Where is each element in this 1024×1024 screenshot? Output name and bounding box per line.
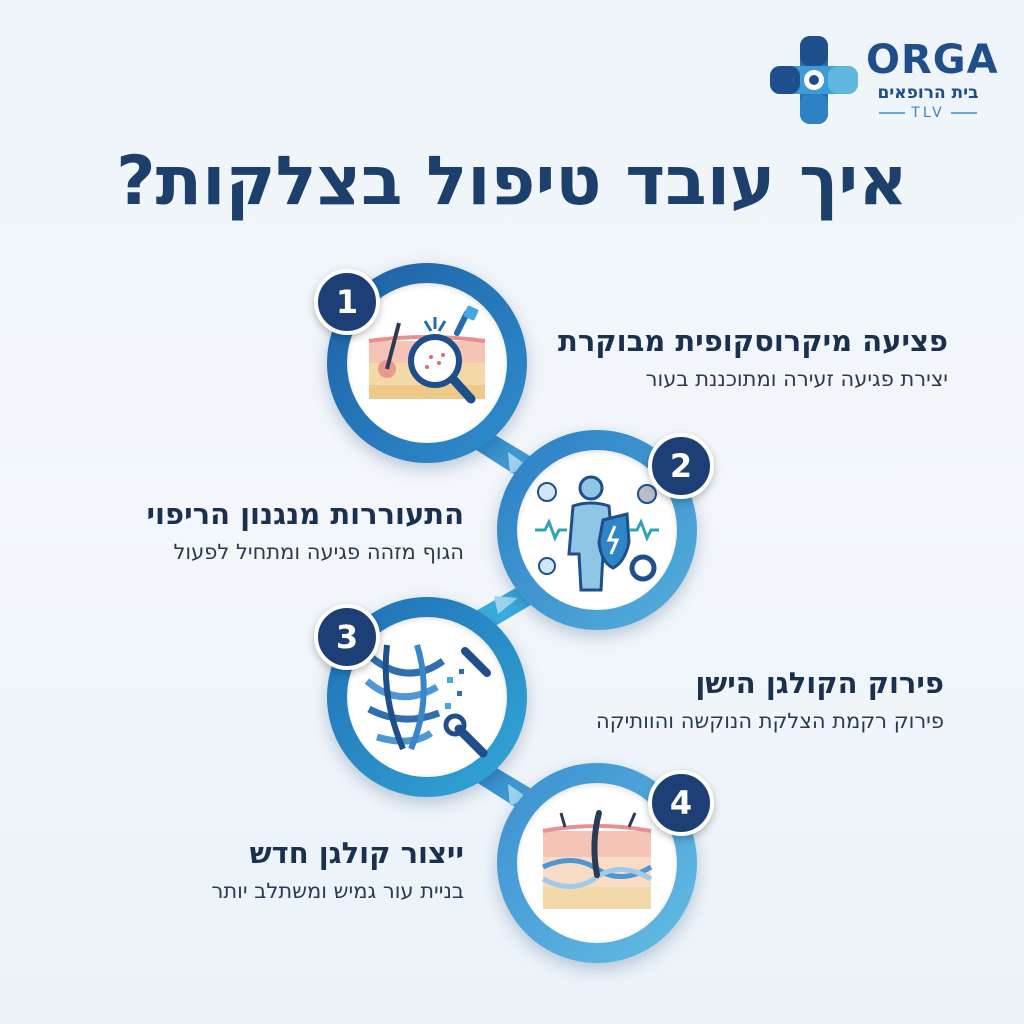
step-1-text: פציעה מיקרוסקופית מבוקרת יצירת פגיעה זעי…: [558, 322, 948, 394]
step-1-badge: 1: [314, 269, 380, 335]
step-1-title: פציעה מיקרוסקופית מבוקרת: [558, 324, 948, 358]
step-4-circle: [497, 763, 697, 963]
step-4-icon-frame: [517, 783, 677, 943]
medical-cross-logo-icon: [770, 36, 858, 124]
logo: ORGA בית הרופאים TLV: [766, 32, 999, 128]
step-1-circle: [327, 263, 527, 463]
step-4-title: ייצור קולגן חדש: [249, 836, 464, 870]
step-3-text: פירוק הקולגן הישן פירוק רקמת הצלקת הנוקש…: [596, 664, 944, 736]
step-1-desc: יצירת פגיעה זעירה ומתוכננת בעור: [645, 367, 948, 391]
brand-name: ORGA: [866, 37, 999, 83]
step-3-circle: [327, 597, 527, 797]
divider: [879, 112, 906, 114]
step-2-icon-frame: [517, 450, 677, 610]
step-4-desc: בניית עור גמיש ומשתלב יותר: [211, 879, 464, 903]
step-4-badge: 4: [648, 770, 714, 836]
step-2-text: התעוררות מנגנון הריפוי הגוף מזהה פגיעה ו…: [147, 495, 465, 567]
brand-hebrew: בית הרופאים: [877, 83, 979, 103]
brand-city-row: TLV: [866, 104, 990, 122]
logo-text: ORGA בית הרופאים TLV: [866, 37, 999, 122]
body-shield-icon: [535, 475, 659, 592]
divider: [950, 112, 977, 114]
step-2-circle: [497, 430, 697, 630]
step-2-title: התעוררות מנגנון הריפוי: [146, 497, 465, 531]
collagen-break-icon: [364, 644, 491, 758]
arrow-2: [494, 596, 518, 614]
arrow-1: [508, 452, 528, 474]
step-3-desc: פירוק רקמת הצלקת הנוקשה והוותיקה: [596, 709, 944, 733]
step-3-title: פירוק הקולגן הישן: [695, 666, 944, 700]
skin-magnifier-icon: [368, 305, 486, 404]
step-4-text: ייצור קולגן חדש בניית עור גמיש ומשתלב יו…: [212, 834, 464, 906]
step-2-desc: הגוף מזהה פגיעה ומתחיל לפעול: [173, 540, 464, 564]
arrow-3: [508, 784, 528, 806]
brand-city: TLV: [911, 105, 945, 121]
skin-layers-icon: [541, 810, 653, 909]
page-title: איך עובד טיפול בצלקות?: [116, 142, 908, 221]
step-2-badge: 2: [648, 433, 714, 499]
step-3-badge: 3: [314, 604, 380, 670]
